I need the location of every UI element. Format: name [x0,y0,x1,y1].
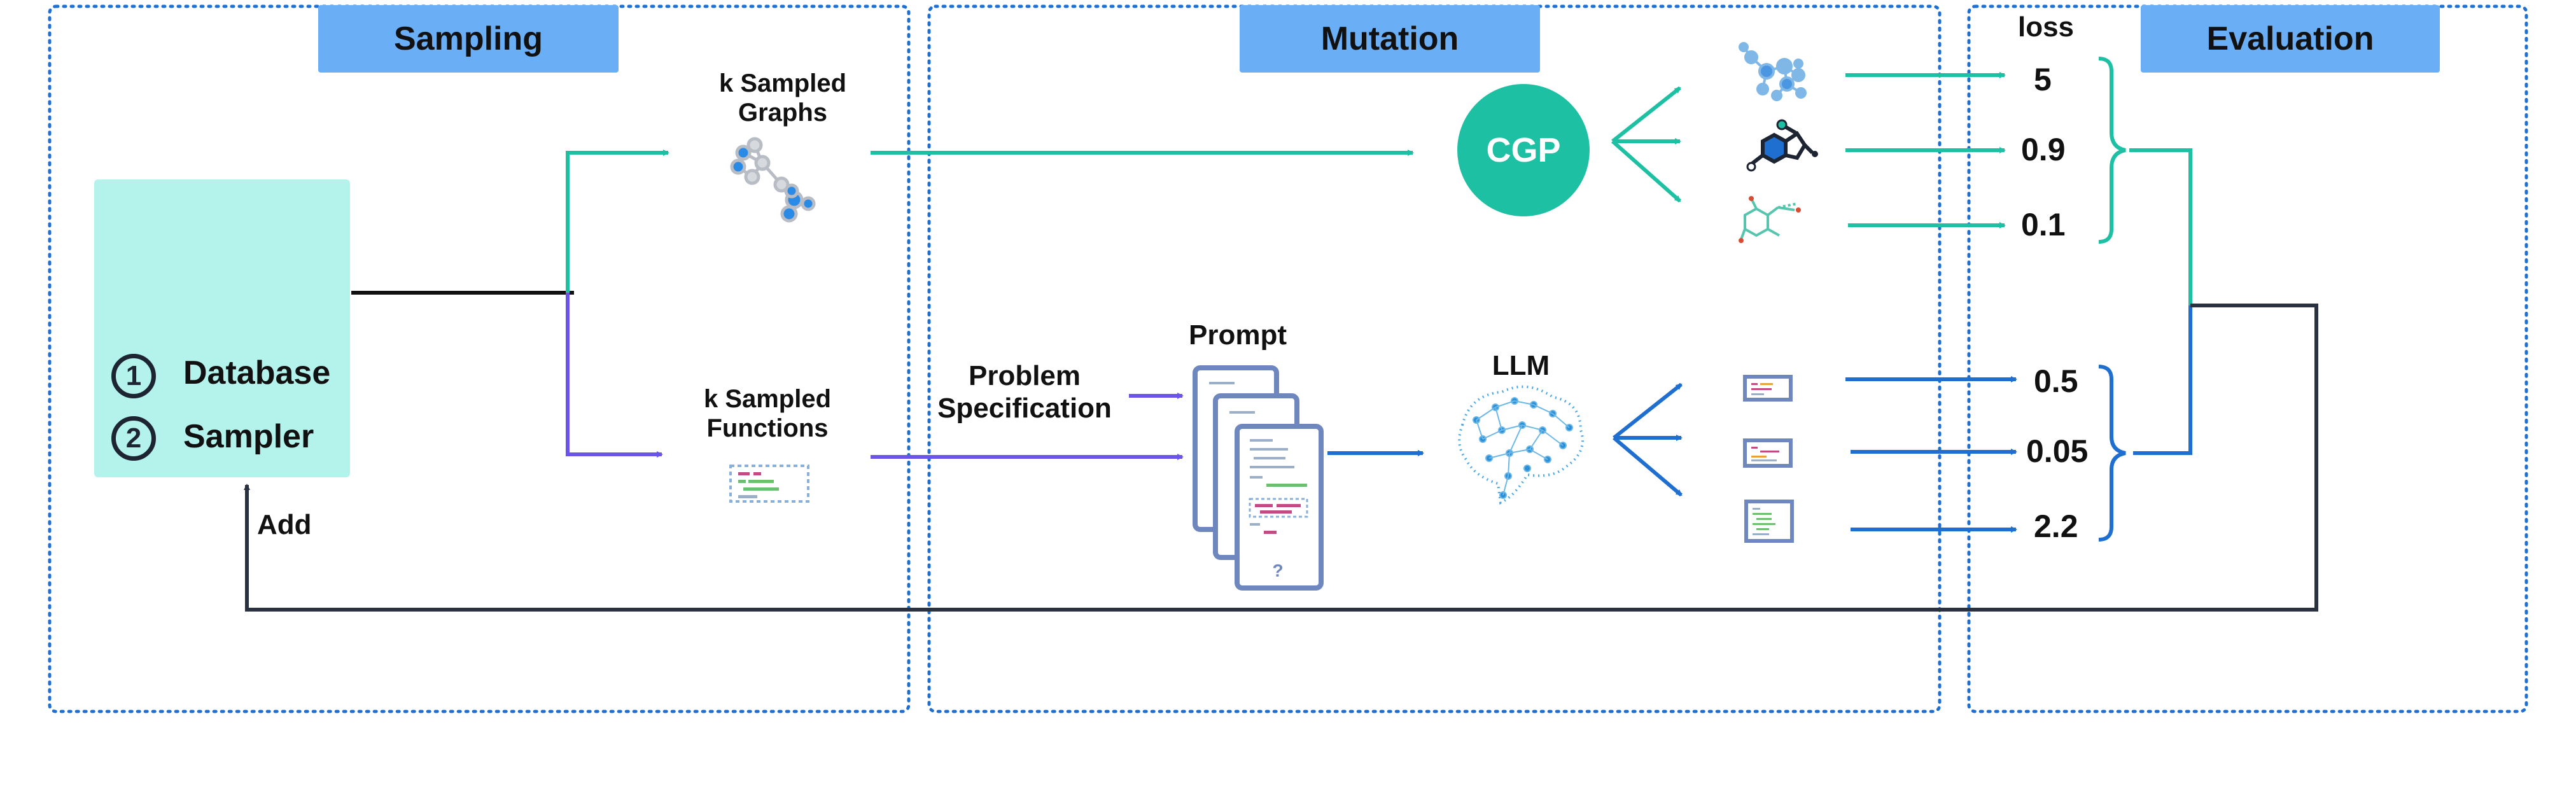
prompt-label: Prompt [1189,319,1287,351]
loss-header: loss [2017,11,2075,43]
evaluation-header: Evaluation [2141,5,2440,73]
graph-loss-value: 0.9 [2021,132,2066,167]
function-loss-merge [2133,305,2192,455]
function-result-icon-3 [1744,500,1794,543]
llm-brain-icon [1458,385,1584,505]
cgp-node: CGP [1457,84,1590,216]
sampled-function-icon [729,465,809,503]
sampled-graphs-label: k Sampled Graphs [718,69,847,127]
prompt-documents-icon: ? [1193,365,1324,591]
evaluation-section-frame [1967,4,2528,713]
graph-loss-value: 5 [2034,62,2052,97]
step-1-badge: 1 [111,354,156,398]
prompt-question-mark: ? [1272,561,1283,580]
llm-fan-top [1613,382,1683,440]
function-loss-value: 0.05 [2026,433,2089,469]
function-result-icon-1 [1743,375,1793,402]
database-label: Database [183,354,331,391]
cgp-fan-bottom [1611,139,1681,203]
step-2-badge: 2 [111,416,156,461]
molecule-icon-3 [1739,196,1801,243]
feedback-add-arrow [244,304,2318,612]
add-label: Add [257,509,312,540]
graph-loss-value: 0.1 [2021,207,2066,242]
molecule-icon-2 [1746,119,1818,172]
function-loss-brace [2098,365,2126,542]
llm-label: LLM [1492,350,1550,381]
molecule-icon-1 [1739,42,1807,101]
cgp-fan-top [1611,86,1681,143]
graph-loss-merge [2129,148,2192,305]
function-result-icon-2 [1743,438,1793,468]
mutation-header: Mutation [1240,5,1540,73]
function-loss-value: 0.5 [2034,363,2078,399]
problem-specification-label: Problem Specification [937,360,1112,424]
sampling-header: Sampling [318,5,619,73]
graph-branch-arrow [566,150,669,293]
mutation-section-frame [927,4,1942,713]
graph-loss-brace [2098,57,2126,244]
function-branch-arrow [566,293,663,458]
function-loss-value: 2.2 [2034,508,2078,544]
sampler-label: Sampler [183,418,314,455]
sampled-functions-label: k Sampled Functions [703,385,832,442]
llm-fan-bottom [1613,436,1683,497]
sampled-graph-icon [730,137,816,223]
